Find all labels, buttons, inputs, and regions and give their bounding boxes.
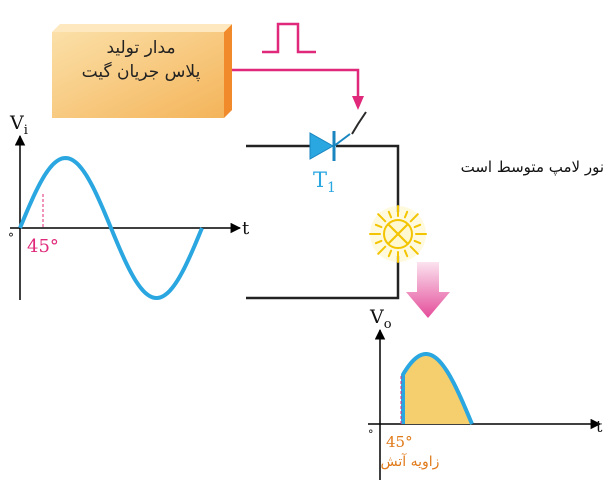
input-sine-wave — [18, 155, 204, 301]
output-arrow — [406, 262, 450, 318]
lamp-ray — [413, 223, 422, 229]
pulse-generator-box — [52, 24, 232, 118]
lamp-ray — [377, 245, 387, 255]
gate-wire — [232, 68, 360, 100]
lamp-ray — [403, 249, 409, 258]
thyristor-symbol — [309, 131, 351, 161]
lamp-ray — [409, 213, 419, 223]
lamp-symbol — [369, 205, 427, 263]
firing-angle-caption: زاویه آتش — [380, 454, 440, 470]
lamp-ray — [377, 213, 387, 223]
output-waveform — [401, 351, 474, 425]
output-x-label: t — [596, 417, 603, 436]
gate-pulse-waveform — [262, 22, 316, 54]
output-y-label: Vo — [369, 306, 392, 332]
pulse-generator-label: مدار تولید پلاس جریان گیت — [56, 36, 226, 84]
output-conduction-area — [403, 354, 472, 424]
pulse-generator-line-2: پلاس جریان گیت — [81, 62, 201, 82]
input-x-label: t — [242, 218, 250, 239]
lamp-brightness-caption: نور لامپ متوسط است — [460, 158, 604, 176]
lamp-ray — [374, 239, 383, 245]
input-y-label: Vi — [9, 112, 28, 138]
lamp-ray — [403, 210, 409, 219]
input-graph-axes — [10, 134, 242, 300]
pulse-generator-line-1: مدار تولید — [106, 38, 176, 58]
thyristor-gate-lead — [351, 111, 367, 135]
lamp-ray — [387, 249, 393, 258]
input-angle-label: 45° — [27, 236, 59, 257]
output-angle-label: 45° — [386, 433, 413, 451]
input-origin-label: ° — [8, 231, 14, 245]
lamp-ray — [409, 245, 419, 255]
thyristor-label: T1 — [313, 168, 336, 196]
circuit-wires — [246, 144, 400, 300]
lamp-ray — [413, 239, 422, 245]
lamp-ray — [387, 210, 393, 219]
output-origin-label: ° — [368, 428, 374, 441]
lamp-ray — [374, 223, 383, 229]
gate-arrowhead — [352, 96, 364, 110]
